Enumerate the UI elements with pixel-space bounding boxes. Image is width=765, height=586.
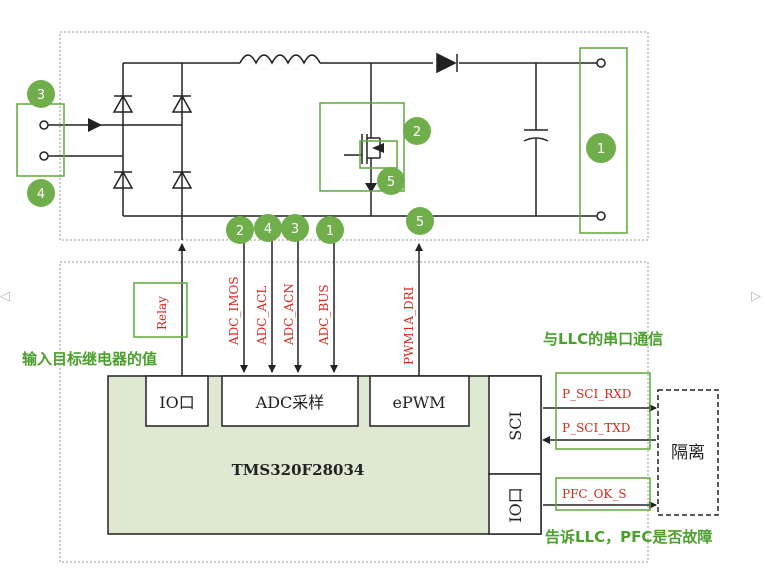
marker-b1: [316, 216, 344, 244]
marker-2-mosfet: [403, 117, 431, 145]
bridge-diodes: [112, 94, 193, 189]
marker-3-ac-l: [27, 80, 55, 108]
mosfet-box: [319, 102, 405, 192]
marker-2-label: 2: [413, 125, 421, 140]
highlight-boxes: [16, 47, 628, 234]
diode-d1: [112, 94, 134, 113]
sci-signal-box: [555, 372, 651, 450]
adc-bus-label: ADC_BUS: [317, 284, 331, 346]
diode-d3: [112, 170, 134, 189]
power-stage: [48, 54, 600, 240]
marker-b2: [226, 216, 254, 244]
mosfet-arrow: [372, 143, 384, 153]
marker-b4-label: 4: [264, 222, 272, 237]
marker-b1-label: 1: [326, 224, 334, 239]
pwm-label: PWM1A_DRI: [402, 286, 416, 365]
sci-label-boxes: [555, 372, 651, 511]
marker-4-ac-n: [27, 179, 55, 207]
marker-5-gate: [377, 167, 405, 195]
p-sci-rxd-label: P_SCI_RXD: [562, 387, 631, 401]
pfc-ok-box: [555, 477, 651, 511]
mcu-io-top-block: [145, 375, 209, 427]
marker-1-output: [586, 133, 616, 163]
mcu-adc-block: [221, 375, 359, 427]
marker-b5-label: 5: [416, 215, 424, 230]
isolation-label: 隔离: [671, 443, 705, 463]
marker-b3: [281, 214, 309, 242]
dc-terminal-pos: [596, 58, 606, 68]
mcu-epwm-label: ePWM: [392, 393, 445, 412]
marker-3-label: 3: [37, 88, 45, 103]
mcu-io-side-label: IO口: [506, 487, 525, 522]
pfc-ok-s-label: PFC_OK_S: [562, 487, 627, 501]
marker-b4: [254, 214, 282, 242]
marker-circles: [27, 80, 616, 244]
llc-uart-annotation: 与LLC的串口通信: [543, 330, 663, 348]
p-sci-txd-label: P_SCI_TXD: [562, 421, 630, 435]
mcu-adc-label: ADC采样: [255, 393, 325, 412]
isolation-box: [657, 389, 719, 516]
signal-arrows: [178, 230, 657, 509]
dc-output-box: [579, 47, 628, 234]
mcu-sci-block: [488, 375, 542, 475]
marker-b2-label: 2: [236, 224, 244, 239]
mcu-io-side-block: [488, 473, 542, 535]
mcu-sci-label: SCI: [506, 411, 525, 441]
inductor: [239, 54, 321, 65]
power-stage-frame: [59, 31, 649, 241]
adc-acn-label: ADC_ACN: [282, 283, 296, 346]
marker-5-label: 5: [387, 175, 395, 190]
mosfet-gate-box: [359, 140, 398, 169]
relay-label: Relay: [155, 296, 169, 330]
marker-b3-label: 3: [291, 222, 299, 237]
ac-terminal-n: [39, 151, 49, 161]
ac-terminal-l: [39, 120, 49, 130]
ac-input-box: [16, 103, 65, 177]
next-arrow-icon[interactable]: ▷: [751, 289, 761, 304]
relay-annotation: 输入目标继电器的值: [22, 350, 157, 368]
input-arrow: [88, 118, 102, 132]
adc-acl-label: ADC_ACL: [255, 286, 269, 346]
marker-1-label: 1: [597, 142, 605, 157]
boost-diode: [436, 52, 458, 74]
terminals: [39, 58, 606, 221]
mcu-epwm-block: [369, 375, 470, 427]
mcu-io-top-label: IO口: [159, 393, 194, 412]
adc-imos-label: ADC_IMOS: [227, 276, 241, 346]
prev-arrow-icon[interactable]: ◁: [0, 289, 10, 304]
current-sense-arrow: [365, 183, 377, 193]
pfc-fault-annotation: 告诉LLC，PFC是否故障: [545, 528, 712, 546]
dc-terminal-neg: [596, 211, 606, 221]
diode-d2: [171, 94, 193, 113]
diode-d4: [171, 170, 193, 189]
marker-b5: [406, 207, 434, 235]
relay-box: [133, 282, 188, 338]
control-frame: [59, 261, 649, 563]
mcu-name-label: TMS320F28034: [232, 461, 365, 479]
marker-4-label: 4: [37, 187, 45, 202]
